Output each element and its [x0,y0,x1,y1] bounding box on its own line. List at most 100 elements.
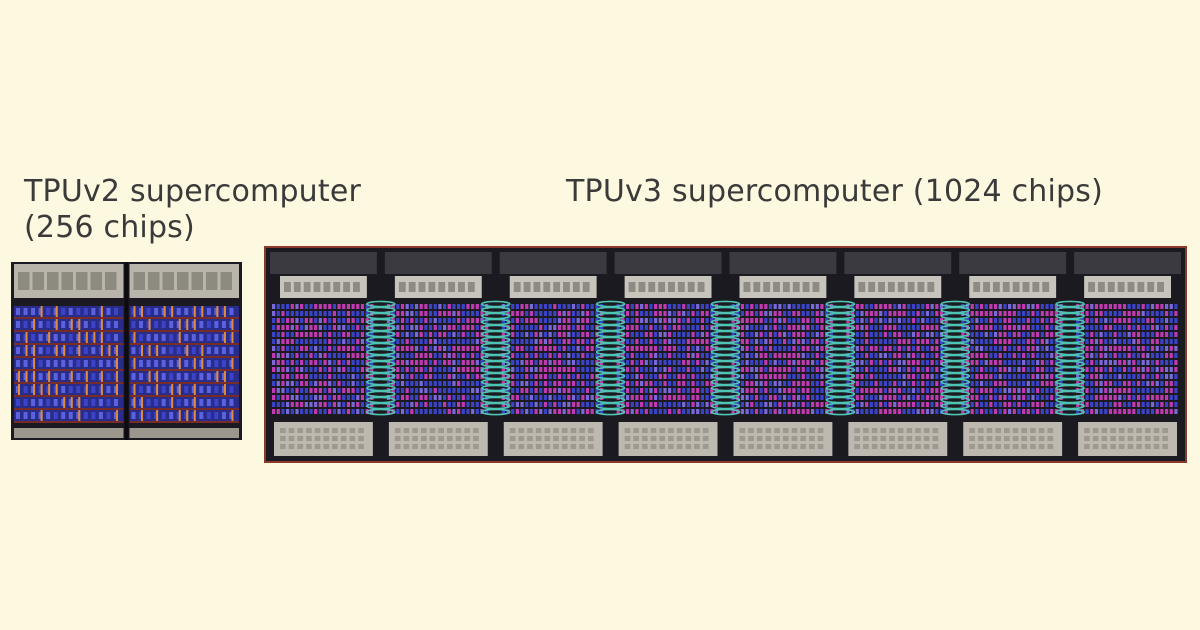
v3-cable [332,304,336,309]
v3-cable [595,388,599,393]
v3-cable [318,332,322,337]
v3-vent [1021,444,1028,449]
v3-vent [1021,436,1028,441]
v3-cable [625,395,630,400]
v3-cable [1164,339,1169,344]
v3-cable [792,374,796,379]
v3-cable [506,304,510,309]
v3-cable [796,360,801,365]
v3-cable [576,346,580,351]
v3-cable [979,388,984,393]
v3-cable [820,388,824,393]
v3-cable [506,353,510,358]
v3-cable [525,332,529,337]
v3-cable [419,304,423,309]
v3-vent [1153,436,1160,441]
v3-cable [925,402,930,407]
v3-cable [851,353,855,358]
v3-vent [897,428,904,433]
v3-cable [332,311,336,316]
v3-cable [658,318,662,323]
v3-cable [979,402,984,407]
v3-cable [644,367,648,372]
v3-cable [281,374,285,379]
v3-cable [286,353,290,358]
v3-vent [676,428,683,433]
v3-cable [916,360,920,365]
v3-cable [562,304,566,309]
v3-vent [897,444,904,449]
v3-cable [485,374,489,379]
v3-cable [640,311,644,316]
v3-cable [935,395,939,400]
v2-cable-orange [156,371,159,382]
v3-cable [1017,360,1021,365]
v3-cable [998,402,1002,407]
v3-cable [764,311,768,316]
v3-cable [740,395,745,400]
v2-cable [106,334,111,341]
v3-cable [1113,360,1117,365]
v3-cable [424,374,428,379]
v3-cable [466,402,470,407]
v3-cable [782,304,787,309]
v3-cable [342,339,346,344]
v3-cable [590,339,594,344]
v3-cable [1040,332,1044,337]
v3-cable [911,374,916,379]
v3-cable [356,325,360,330]
v3-cable [1017,311,1021,316]
v3-cable [599,332,604,337]
v3-cable [562,388,566,393]
v2-cable [61,386,66,393]
v3-cable [930,409,934,414]
v3-cable [993,304,998,309]
v3-cable [1026,381,1030,386]
v3-cable [442,374,447,379]
v3-cable [686,360,690,365]
v3-cable [309,388,313,393]
v3-vent [561,436,568,441]
v3-cable [1026,353,1030,358]
v3-cable [405,374,409,379]
v3-cable [511,304,515,309]
v2-cable [31,386,36,393]
v3-cable [1174,339,1178,344]
v3-cable [442,402,447,407]
v3-cable [553,353,557,358]
v3-cable [979,311,984,316]
v3-cable [410,318,414,323]
v3-vent [986,428,993,433]
v3-cable [548,311,552,316]
v3-cable [979,318,984,323]
v2-cable [199,412,204,419]
v3-cable [1122,346,1127,351]
v2-cable [16,334,20,341]
v3-cable [428,353,433,358]
v3-cable [691,339,695,344]
v2-cable-orange [33,384,36,395]
v3-cable [700,388,704,393]
v3-cable [764,367,768,372]
v3-cable [1090,374,1094,379]
v3-cable [553,388,557,393]
v3-cable [1017,318,1021,323]
v3-cable [782,311,787,316]
v3-cable [649,367,653,372]
v3-cable [893,311,897,316]
v3-cable [318,367,322,372]
v3-cable [810,395,815,400]
v3-cable [778,367,782,372]
v3-cable [806,353,810,358]
v3-cable [405,402,409,407]
v3-cable [1164,346,1169,351]
v2-cable-orange [63,397,66,408]
v2-cable-orange [40,410,43,421]
v2-cable [199,399,204,406]
v3-cable [300,339,304,344]
v3-cable [1094,409,1099,414]
v3-cable [396,367,400,372]
v3-cable [897,409,902,414]
v3-cable [998,318,1002,323]
v3-cable [581,388,585,393]
